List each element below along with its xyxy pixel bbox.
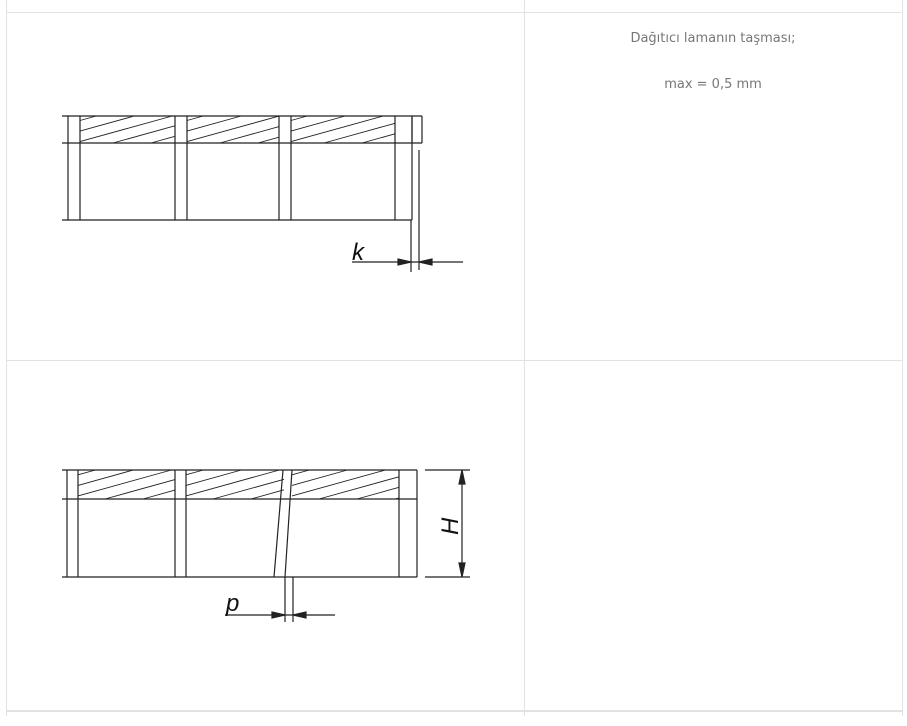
drawing-line [77,469,172,497]
drawing-line [150,135,176,144]
drawing-line [257,136,280,144]
drawing-line [142,489,176,500]
row-divider [6,360,903,361]
drawing-line [77,469,134,486]
arrow-icon [397,258,412,266]
arrow-icon [458,469,466,485]
drawing-line [250,489,285,500]
drawing-line [186,115,204,121]
drawing-line [104,479,176,500]
arrow-icon [418,258,433,266]
drawing-line [291,469,310,476]
table-border-right [902,0,903,716]
drawing-line [361,133,396,144]
drawing-line [291,469,348,486]
drawing-line [79,115,97,121]
drawing-line [219,126,280,144]
drawing-line [290,115,346,132]
drawing-line [212,478,285,500]
figure-k-overhang: k [62,115,463,272]
arrow-icon [458,562,466,578]
drawing-line [284,469,293,578]
drawing-line [394,497,400,500]
drawing-line [290,115,384,143]
drawing-line [291,469,386,497]
drawing-line [186,115,280,143]
drawing-line [79,115,173,143]
drawing-line [185,469,280,497]
drawing-line [318,476,400,500]
drawing-line [356,486,400,500]
arrow-icon [271,611,286,619]
drawing-line [79,115,135,132]
table-border-left [6,0,7,716]
table-border-bottom [6,710,903,712]
drawing-line [323,122,396,144]
arrow-icon [292,611,307,619]
figure-p-H: H p [62,469,470,622]
drawing-line [290,115,308,121]
dimension-label-k: k [352,239,366,266]
drawing-line [185,469,242,486]
dimension-label-H: H [437,517,464,535]
drawing-line [185,469,204,476]
drawing-line [186,115,242,132]
column-divider [524,0,525,716]
drawing-line [112,125,176,144]
drawing-line [273,469,284,578]
drawing-line [77,469,96,476]
description-title: Dağıtıcı lamanın taşması; [630,31,796,46]
dimension-label-p: p [225,590,239,617]
table-border-top [6,12,903,13]
description-max-value: max = 0,5 mm [664,77,762,92]
